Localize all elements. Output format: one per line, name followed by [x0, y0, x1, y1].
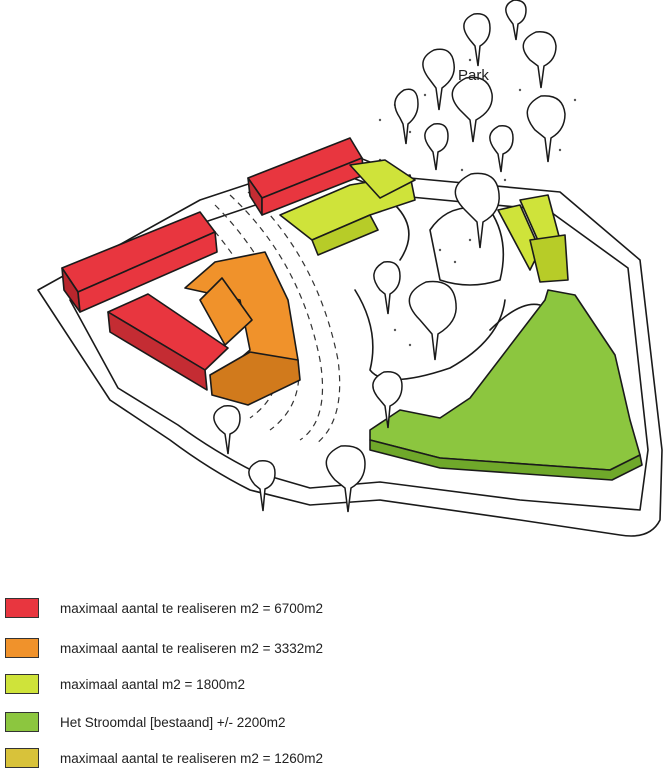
legend-swatch-ochre [5, 748, 39, 768]
yellow-green-buildings [279, 159, 569, 283]
legend-label: maximaal aantal te realiseren m2 = 6700m… [60, 600, 324, 616]
orange-buildings [184, 251, 301, 406]
red-buildings [61, 137, 365, 391]
legend-swatch-yellow-green [5, 674, 39, 694]
park-label: Park [458, 67, 489, 84]
legend-label: maximaal aantal te realiseren m2 = 1260m… [60, 750, 324, 766]
legend: maximaal aantal te realiseren m2 = 6700m… [0, 585, 670, 776]
legend-swatch-orange [5, 638, 39, 658]
park-texture [378, 58, 577, 347]
legend-item-orange: maximaal aantal te realiseren m2 = 3332m… [5, 637, 323, 659]
legend-swatch-green [5, 712, 39, 732]
legend-item-ochre: maximaal aantal te realiseren m2 = 1260m… [5, 747, 323, 769]
legend-item-red: maximaal aantal te realiseren m2 = 6700m… [5, 597, 323, 619]
legend-label: maximaal aantal te realiseren m2 = 3332m… [60, 640, 324, 656]
site-plan-sketch: Park [37, 0, 663, 537]
legend-label: Het Stroomdal [bestaand] +/- 2200m2 [60, 714, 286, 730]
legend-swatch-red [5, 598, 39, 618]
legend-item-green: Het Stroomdal [bestaand] +/- 2200m2 [5, 711, 286, 733]
legend-label: maximaal aantal m2 = 1800m2 [60, 676, 245, 692]
legend-item-yellow-green: maximaal aantal m2 = 1800m2 [5, 673, 245, 695]
tree-icons [213, 0, 566, 513]
green-building-het-stroomdal [369, 289, 643, 481]
